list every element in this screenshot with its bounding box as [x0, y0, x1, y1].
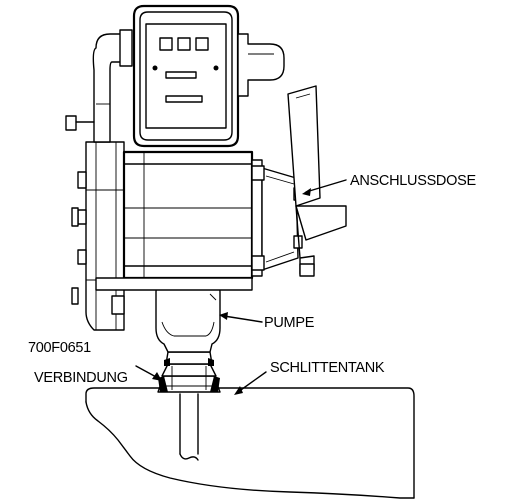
motor [71, 141, 303, 331]
label-connection: VERBINDUNG [34, 370, 128, 386]
label-junction-box: ANSCHLUSSDOSE [350, 173, 476, 189]
junction-box [287, 85, 347, 277]
suction-pipe [179, 393, 199, 461]
pump-body [155, 283, 221, 353]
label-pump: PUMPE [264, 315, 315, 331]
connection-fitting [157, 351, 221, 393]
leader-lines [135, 179, 347, 395]
label-part-number: 700F0651 [28, 340, 91, 356]
label-skid-tank: SCHLITTENTANK [270, 360, 385, 376]
skid-tank [85, 387, 415, 499]
meter-assembly [65, 4, 285, 148]
